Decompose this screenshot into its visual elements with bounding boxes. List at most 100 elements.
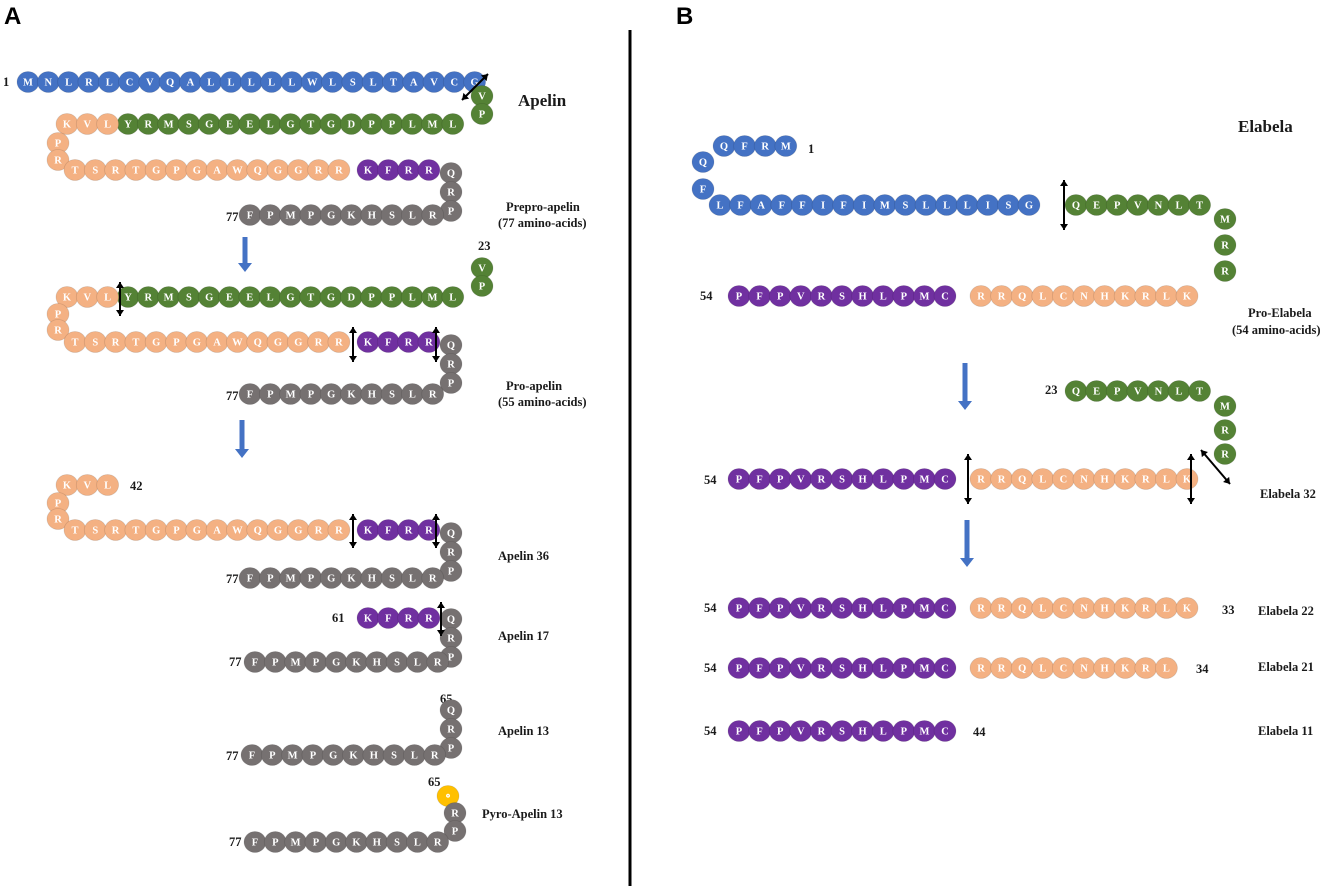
residue-peach: G	[286, 159, 310, 181]
residue-peach: T	[124, 519, 148, 541]
residue-gray: S	[385, 651, 409, 673]
residue-peach: A	[205, 331, 229, 353]
residue-letter: V	[478, 264, 486, 275]
residue-purple: R	[397, 607, 421, 629]
label-pro-elabela: Pro-Elabela	[1248, 306, 1312, 320]
residue-bead-shape	[417, 331, 441, 353]
residue-green: L	[400, 113, 424, 135]
residue-signal: V	[422, 71, 446, 93]
residue-letter: P	[173, 526, 180, 537]
residue-peach: K	[1113, 468, 1137, 490]
residue-bead-shape	[421, 567, 445, 589]
residue-letter: R	[434, 838, 442, 849]
residue-signal: L	[97, 71, 121, 93]
residue-signal: V	[138, 71, 162, 93]
residue-letter: C	[1060, 292, 1068, 303]
residue-signal: W	[300, 71, 324, 93]
residue-letter: R	[429, 211, 437, 222]
residue-letter: K	[364, 614, 373, 625]
residue-letter: R	[977, 664, 985, 675]
residue-letter: V	[84, 481, 92, 492]
residue-letter: R	[998, 604, 1006, 615]
process-arrow-a2	[235, 420, 249, 458]
residue-green: L	[258, 113, 282, 135]
residue-letter: K	[1183, 604, 1192, 615]
residue-letter: S	[839, 292, 845, 303]
residue-gray: L	[400, 567, 424, 589]
residue-signal: M	[16, 71, 40, 93]
residue-letter: V	[797, 604, 805, 615]
residue-letter: R	[315, 166, 323, 177]
residue-gray: R	[439, 353, 463, 375]
residue-green: T	[1188, 380, 1211, 402]
residue-peach: R	[104, 331, 127, 353]
residue-green: L	[441, 286, 465, 308]
residue-letter: L	[248, 78, 255, 89]
residue-letter: L	[1163, 604, 1170, 615]
num-prepro-77: 77	[226, 210, 239, 224]
residue-letter: R	[405, 166, 413, 177]
residue-letter: W	[232, 526, 243, 537]
residue-bead-shape	[443, 820, 467, 842]
cleavage-arrow-head	[437, 630, 445, 636]
residue-peach: G	[144, 519, 168, 541]
residue-letter: L	[943, 201, 950, 212]
residue-letter: R	[405, 526, 413, 537]
residue-purple: R	[397, 331, 421, 353]
num-elabela22-54: 54	[704, 601, 717, 615]
residue-signal: M	[873, 194, 897, 216]
cleavage-arrow-pro	[432, 327, 440, 362]
residue-purple: P	[768, 657, 792, 679]
residue-green: R	[1213, 234, 1237, 256]
residue-letter: Q	[254, 526, 262, 537]
residue-peach: K	[1113, 657, 1137, 679]
residue-letter: L	[106, 78, 113, 89]
residue-peach: T	[63, 159, 87, 181]
residue-peach: K	[1175, 285, 1199, 307]
residue-letter: P	[448, 379, 455, 390]
residue-letter: H	[373, 658, 381, 669]
residue-letter: G	[152, 526, 160, 537]
residue-signal: A	[178, 71, 202, 93]
residue-letter: M	[781, 142, 791, 153]
residue-purple: R	[810, 657, 833, 679]
num-pyro-77: 77	[229, 835, 242, 849]
residue-letter: T	[132, 338, 139, 349]
residue-green: D	[339, 113, 363, 135]
residue-letter: A	[410, 78, 418, 89]
process-arrow-b1	[958, 363, 972, 410]
residue-gray: H	[365, 651, 389, 673]
residue-letter: P	[777, 727, 784, 738]
residue-green: G	[197, 286, 221, 308]
residue-peach: N	[1072, 657, 1096, 679]
residue-letter: T	[307, 120, 314, 131]
residue-letter: R	[447, 634, 455, 645]
residue-peach: W	[225, 331, 249, 353]
residue-gray: P	[304, 831, 328, 853]
residue-gray: P	[301, 744, 325, 766]
residue-letter: S	[389, 390, 395, 401]
residue-letter: L	[207, 78, 214, 89]
residue-purple: L	[871, 285, 895, 307]
residue-gray: H	[365, 831, 389, 853]
residue-gray: R	[443, 802, 467, 824]
residue-letter: L	[1039, 664, 1046, 675]
residue-gray: Q	[439, 699, 463, 721]
residue-green: E	[1085, 380, 1108, 402]
residue-letter: G	[471, 78, 479, 89]
residue-peach: R	[969, 597, 993, 619]
residue-letter: S	[350, 78, 356, 89]
apelin-title: Apelin	[518, 91, 567, 110]
residue-letter: S	[1005, 201, 1011, 212]
residue-letter: E	[226, 293, 233, 304]
residue-letter: C	[941, 604, 949, 615]
residue-green: P	[1105, 380, 1129, 402]
cleavage-arrow-head	[1060, 224, 1068, 230]
residue-purple: C	[933, 720, 957, 742]
cleavage-arrow-head	[1187, 498, 1195, 504]
residue-letter: P	[173, 166, 180, 177]
residue-letter: M	[23, 78, 33, 89]
residue-purple: L	[871, 657, 895, 679]
num-pro-77: 77	[226, 389, 239, 403]
residue-gray: L	[402, 744, 426, 766]
